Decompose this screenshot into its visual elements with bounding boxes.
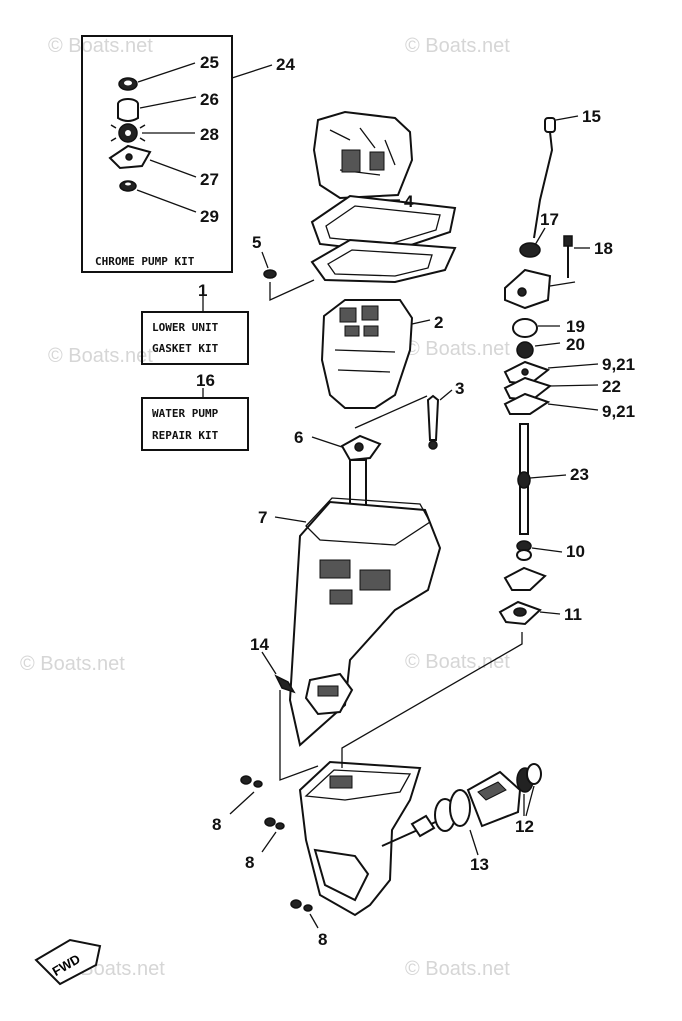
assembly-connector (341, 632, 523, 768)
callout-23: 23 (570, 465, 589, 484)
chrome-pump-kit-box: CHROME PUMP KIT (81, 35, 233, 273)
gasket-kit-line1: LOWER UNIT (152, 321, 219, 334)
part-3 (354, 389, 453, 450)
callout-25: 25 (200, 53, 219, 72)
powerhead (312, 110, 414, 200)
callout-18: 18 (594, 239, 613, 258)
callout-9-21b: 9,21 (602, 402, 635, 421)
gasket-4 (310, 194, 457, 254)
watermark: © Boats.net (48, 345, 153, 367)
water-pump-repair-kit-box: WATER PUMP REPAIR KIT (141, 388, 249, 451)
watermark: © Boats.net (405, 958, 510, 980)
callout-8b: 8 (245, 853, 254, 872)
callout-2: 2 (434, 313, 443, 332)
water-pump-housing-top (504, 227, 590, 310)
shift-rod (533, 115, 579, 239)
callout-27: 27 (200, 170, 219, 189)
callout-19: 19 (566, 317, 585, 336)
callout-15: 15 (582, 107, 601, 126)
part-5-bolt (261, 251, 315, 302)
part-8-bolts (229, 775, 319, 929)
callout-12: 12 (515, 817, 534, 836)
repair-kit-line2: REPAIR KIT (152, 429, 219, 442)
fwd-arrow-icon: FWD (34, 938, 102, 986)
watermark: © Boats.net (405, 35, 510, 57)
callout-3: 3 (455, 379, 464, 398)
watermark: © Boats.net (405, 651, 510, 673)
callout-10: 10 (566, 542, 585, 561)
chrome-pump-kit-label: CHROME PUMP KIT (95, 255, 195, 268)
gear-case (298, 760, 422, 917)
callout-8c: 8 (318, 930, 327, 949)
leader-24 (231, 64, 273, 79)
repair-kit-line1: WATER PUMP (152, 407, 219, 420)
watermark: © Boats.net (48, 35, 153, 57)
watermark: © Boats.net (405, 338, 510, 360)
callout-6: 6 (294, 428, 303, 447)
callout-17: 17 (540, 210, 559, 229)
callout-24: 24 (276, 55, 295, 74)
callout-9-21a: 9,21 (602, 355, 635, 374)
lower-unit-gasket-kit-box: LOWER UNIT GASKET KIT (141, 295, 249, 365)
callout-16: 16 (196, 371, 215, 390)
drive-shaft-housing (274, 497, 442, 747)
gasket-kit-line2: GASKET KIT (152, 342, 219, 355)
callout-14: 14 (250, 635, 269, 654)
watermark: © Boats.net (20, 653, 125, 675)
callout-13: 13 (470, 855, 489, 874)
water-pump-parts-19-20 (512, 318, 561, 359)
callout-4: 4 (404, 192, 414, 211)
callout-5: 5 (252, 233, 261, 252)
callout-11: 11 (564, 605, 582, 624)
driveshaft-bearing-parts (498, 540, 563, 626)
callout-8a: 8 (212, 815, 221, 834)
driveshaft (517, 423, 567, 535)
callout-22: 22 (602, 377, 621, 396)
callout-29: 29 (200, 207, 219, 226)
water-pump-plates (503, 360, 599, 415)
callout-7: 7 (258, 508, 267, 527)
callout-20: 20 (566, 335, 585, 354)
part-14 (261, 651, 319, 781)
callout-1: 1 (198, 281, 207, 300)
upper-casing-gasket (310, 238, 457, 284)
part-6-gasket (311, 434, 382, 462)
propeller-shaft-assembly (381, 763, 542, 856)
upper-casing (320, 299, 431, 409)
callout-28: 28 (200, 125, 219, 144)
callout-26: 26 (200, 90, 219, 109)
